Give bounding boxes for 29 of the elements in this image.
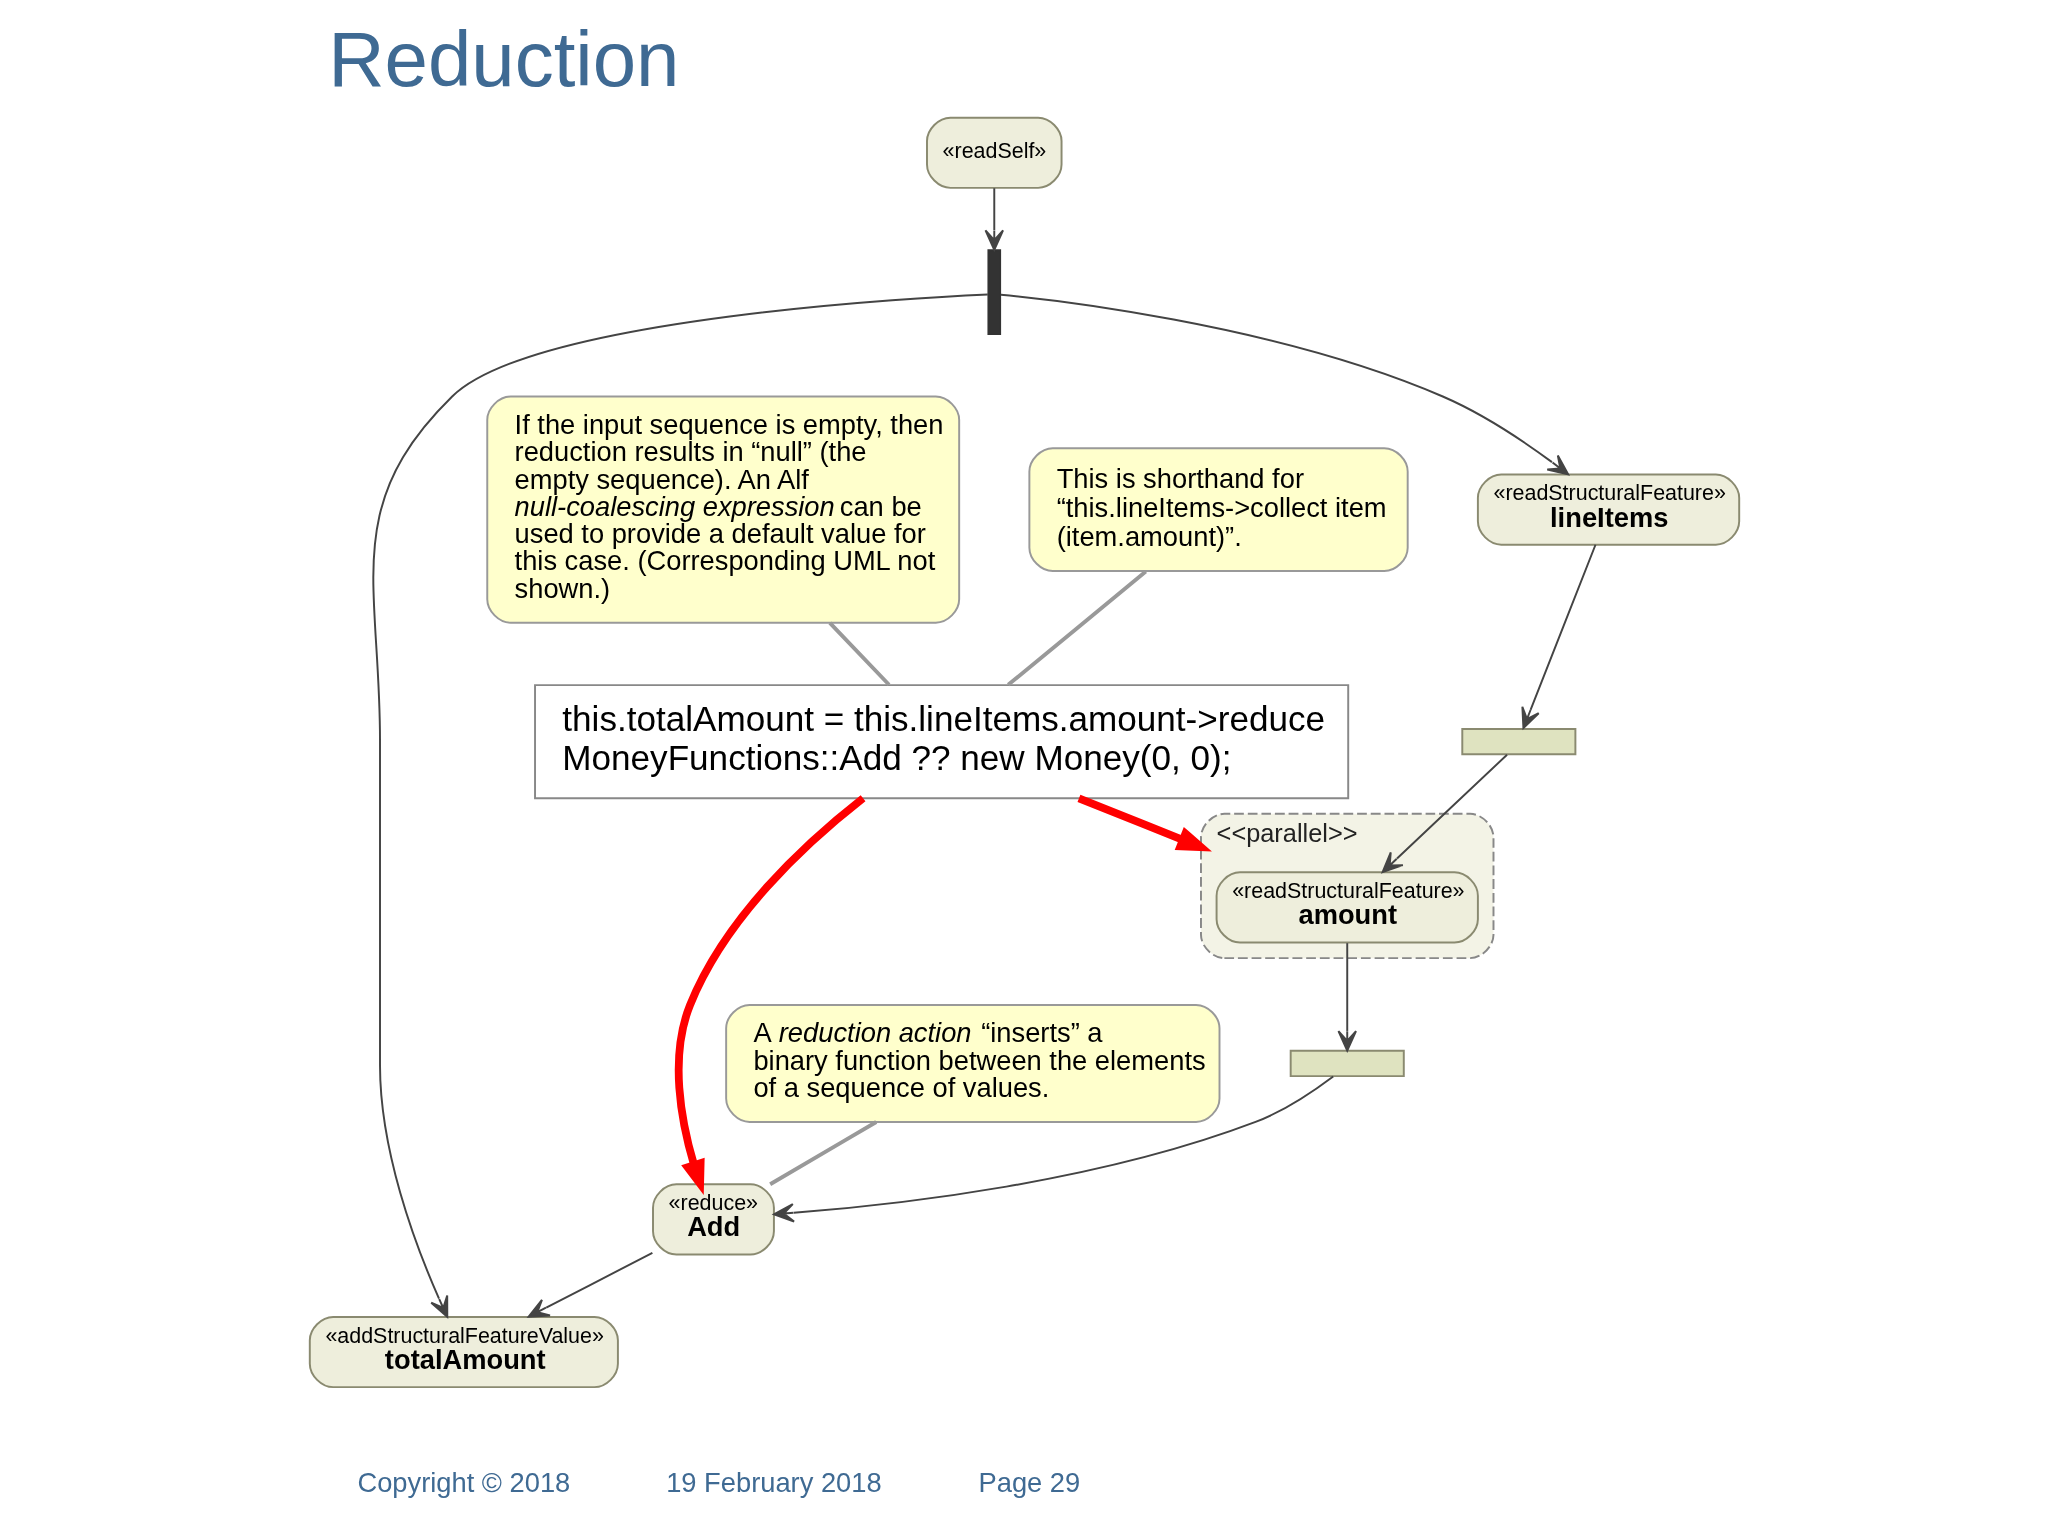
- label: 19 February 2018: [665, 1466, 882, 1498]
- arrow: [772, 1075, 1334, 1223]
- arrow: [527, 1251, 653, 1318]
- connector: [827, 621, 890, 687]
- node-box: [1460, 728, 1576, 756]
- label: Copyright © 2018: [356, 1466, 570, 1498]
- arrow: [984, 187, 1004, 251]
- node-bar: [986, 249, 1001, 336]
- node-box: «reduce» Add: [651, 1183, 775, 1256]
- diagram-title: Reduction: [327, 15, 679, 104]
- arrow: [1337, 942, 1357, 1052]
- arrow: [674, 795, 865, 1195]
- arrow: [371, 293, 989, 1318]
- node-box: «addStructuralFeatureValue» totalAmount: [308, 1315, 619, 1389]
- connector: [768, 1120, 877, 1186]
- arrow: [1381, 753, 1508, 874]
- node-box: «readStructuralFeature» lineItems: [1476, 473, 1740, 546]
- node-box: this.totalAmount = this.lineItems.amount->reduce MoneyFunctions::Add ?? new Money(0, 0);: [533, 684, 1349, 800]
- arrow: [1520, 543, 1596, 730]
- label: Page 29: [978, 1466, 1080, 1498]
- node-box: If the input sequence is empty, then reduction results in “null” (the empty sequence). An Alf null-coalescing expression can be used to provide a default value for this case. (Corresponding UML not shown.): [485, 395, 960, 624]
- node-box: «readStructuralFeature» amount: [1215, 871, 1479, 944]
- node-box: «readSelf»: [925, 116, 1063, 189]
- node-box: [1289, 1049, 1405, 1078]
- node-box: A reduction action “inserts” a binary function between the elements of a sequence of values.: [724, 1003, 1220, 1123]
- arrow: [999, 293, 1569, 476]
- node-box: This is shorthand for “this.lineItems->collect item (item.amount)”.: [1027, 447, 1409, 572]
- connector: [1006, 570, 1147, 687]
- arrow: [1077, 794, 1212, 852]
